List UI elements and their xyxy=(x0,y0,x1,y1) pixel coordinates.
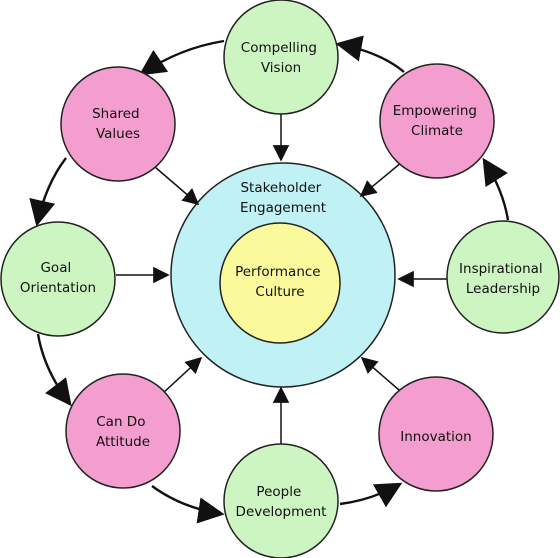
performance-culture-circle xyxy=(219,222,341,344)
arrow-shared-to-goal xyxy=(29,157,67,227)
node-goal-orientation: Goal Orientation xyxy=(0,221,116,337)
center-group: Stakeholder Engagement Performance Cultu… xyxy=(170,162,396,388)
arrow-empowering-to-vision xyxy=(335,35,405,73)
arrow-goal-to-cando xyxy=(36,333,72,407)
node-inspirational-leadership-label: Inspirational Leadership xyxy=(459,261,547,297)
node-people-development: People Development xyxy=(223,443,339,558)
node-innovation: Innovation xyxy=(378,376,494,492)
performance-culture-label: Performance Culture xyxy=(235,264,325,300)
spoke-innovation xyxy=(360,356,400,391)
node-innovation-label: Innovation xyxy=(400,429,471,445)
cycle-arrows xyxy=(29,35,510,524)
arrow-vision-to-shared xyxy=(138,39,225,76)
node-inspirational-leadership: Inspirational Leadership xyxy=(446,220,560,334)
node-goal-orientation-label: Goal Orientation xyxy=(20,260,96,296)
arrow-cando-to-people xyxy=(151,485,225,524)
stakeholder-engagement-line-1: Stakeholder xyxy=(240,180,321,196)
spoke-empowering xyxy=(359,161,403,198)
node-can-do-attitude: Can Do Attitude xyxy=(65,373,181,489)
arrow-people-to-innovation xyxy=(339,482,403,508)
node-compelling-vision: Compelling Vision xyxy=(223,0,339,115)
node-empowering-climate-label: Empowering Climate xyxy=(393,103,482,139)
spoke-cando xyxy=(161,356,203,395)
stakeholder-engagement-label: Stakeholder Engagement xyxy=(240,180,326,216)
node-compelling-vision-label: Compelling Vision xyxy=(241,40,321,76)
arrow-inspirational-to-empowering xyxy=(482,157,510,221)
node-can-do-attitude-label: Can Do Attitude xyxy=(96,414,150,450)
spoke-shared xyxy=(154,166,200,206)
spoke-arrows xyxy=(116,112,451,446)
node-people-development-label: People Development xyxy=(236,484,327,520)
node-shared-values: Shared Values xyxy=(60,66,176,182)
performance-culture-line-1: Performance xyxy=(235,264,321,280)
node-empowering-climate: Empowering Climate xyxy=(379,63,495,179)
performance-culture-line-2: Culture xyxy=(255,284,304,300)
stakeholder-engagement-line-2: Engagement xyxy=(240,200,326,216)
node-shared-values-label: Shared Values xyxy=(92,106,144,142)
